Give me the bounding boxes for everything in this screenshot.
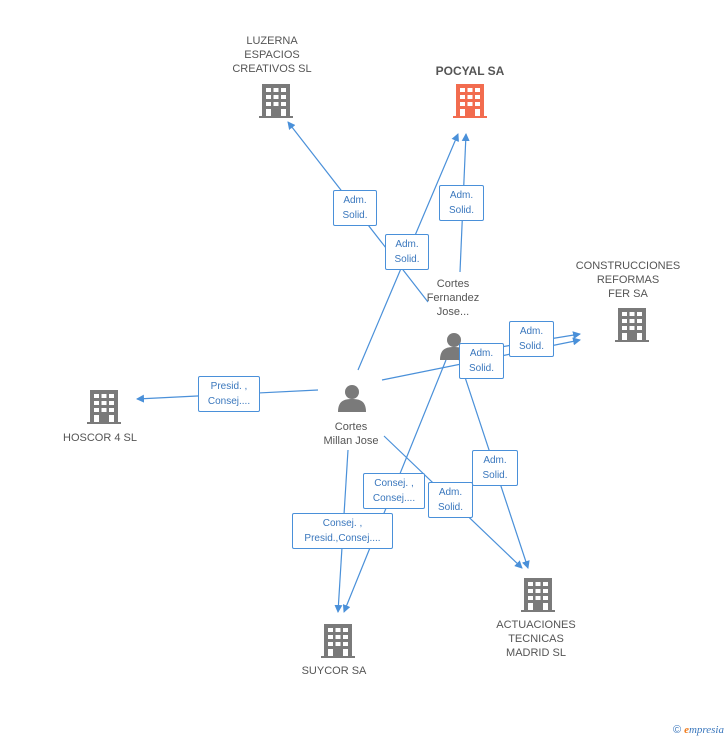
actuaciones-label[interactable]: ACTUACIONES TECNICAS MADRID SL (496, 619, 576, 659)
edge-label-adm-solid: Adm. Solid. (385, 234, 429, 270)
construcciones-label[interactable]: CONSTRUCCIONES REFORMAS FER SA (575, 260, 681, 300)
edge-label-adm-solid: Adm. Solid. (459, 343, 504, 379)
pocyal-building-icon[interactable] (453, 84, 487, 118)
edge-label-adm-solid: Adm. Solid. (333, 190, 377, 226)
hoscor-building-icon[interactable] (87, 390, 121, 424)
edge-label-consej-consej: Consej. , Consej.... (363, 473, 425, 509)
suycor-label[interactable]: SUYCOR SA (301, 665, 367, 677)
luzerna-label[interactable]: LUZERNA ESPACIOS CREATIVOS SL (232, 35, 312, 75)
edge-label-adm-solid: Adm. Solid. (439, 185, 484, 221)
edge-label-presid-consej: Presid. , Consej.... (198, 376, 260, 412)
brand-name: mpresia (688, 724, 724, 736)
luzerna-building-icon[interactable] (259, 84, 293, 118)
brand-initial: e (684, 724, 689, 736)
cortes-millan-label[interactable]: Cortes Millan Jose (323, 421, 379, 447)
construcciones-building-icon[interactable] (615, 308, 649, 342)
pocyal-label[interactable]: POCYAL SA (435, 64, 505, 78)
edge-label-adm-solid: Adm. Solid. (472, 450, 518, 486)
actuaciones-building-icon[interactable] (521, 578, 555, 612)
edge-label-consej-presid-consej: Consej. , Presid.,Consej.... (292, 513, 393, 549)
cortes-fernandez-label[interactable]: Cortes Fernandez Jose... (426, 278, 480, 318)
suycor-building-icon[interactable] (321, 624, 355, 658)
edge-label-adm-solid: Adm. Solid. (509, 321, 554, 357)
cortes-millan-person-icon[interactable] (338, 385, 366, 412)
edge-label-adm-solid: Adm. Solid. (428, 482, 473, 518)
copyright-icon: © (672, 724, 682, 736)
hoscor-label[interactable]: HOSCOR 4 SL (63, 432, 137, 444)
empresia-brand: ©empresia (673, 724, 724, 736)
